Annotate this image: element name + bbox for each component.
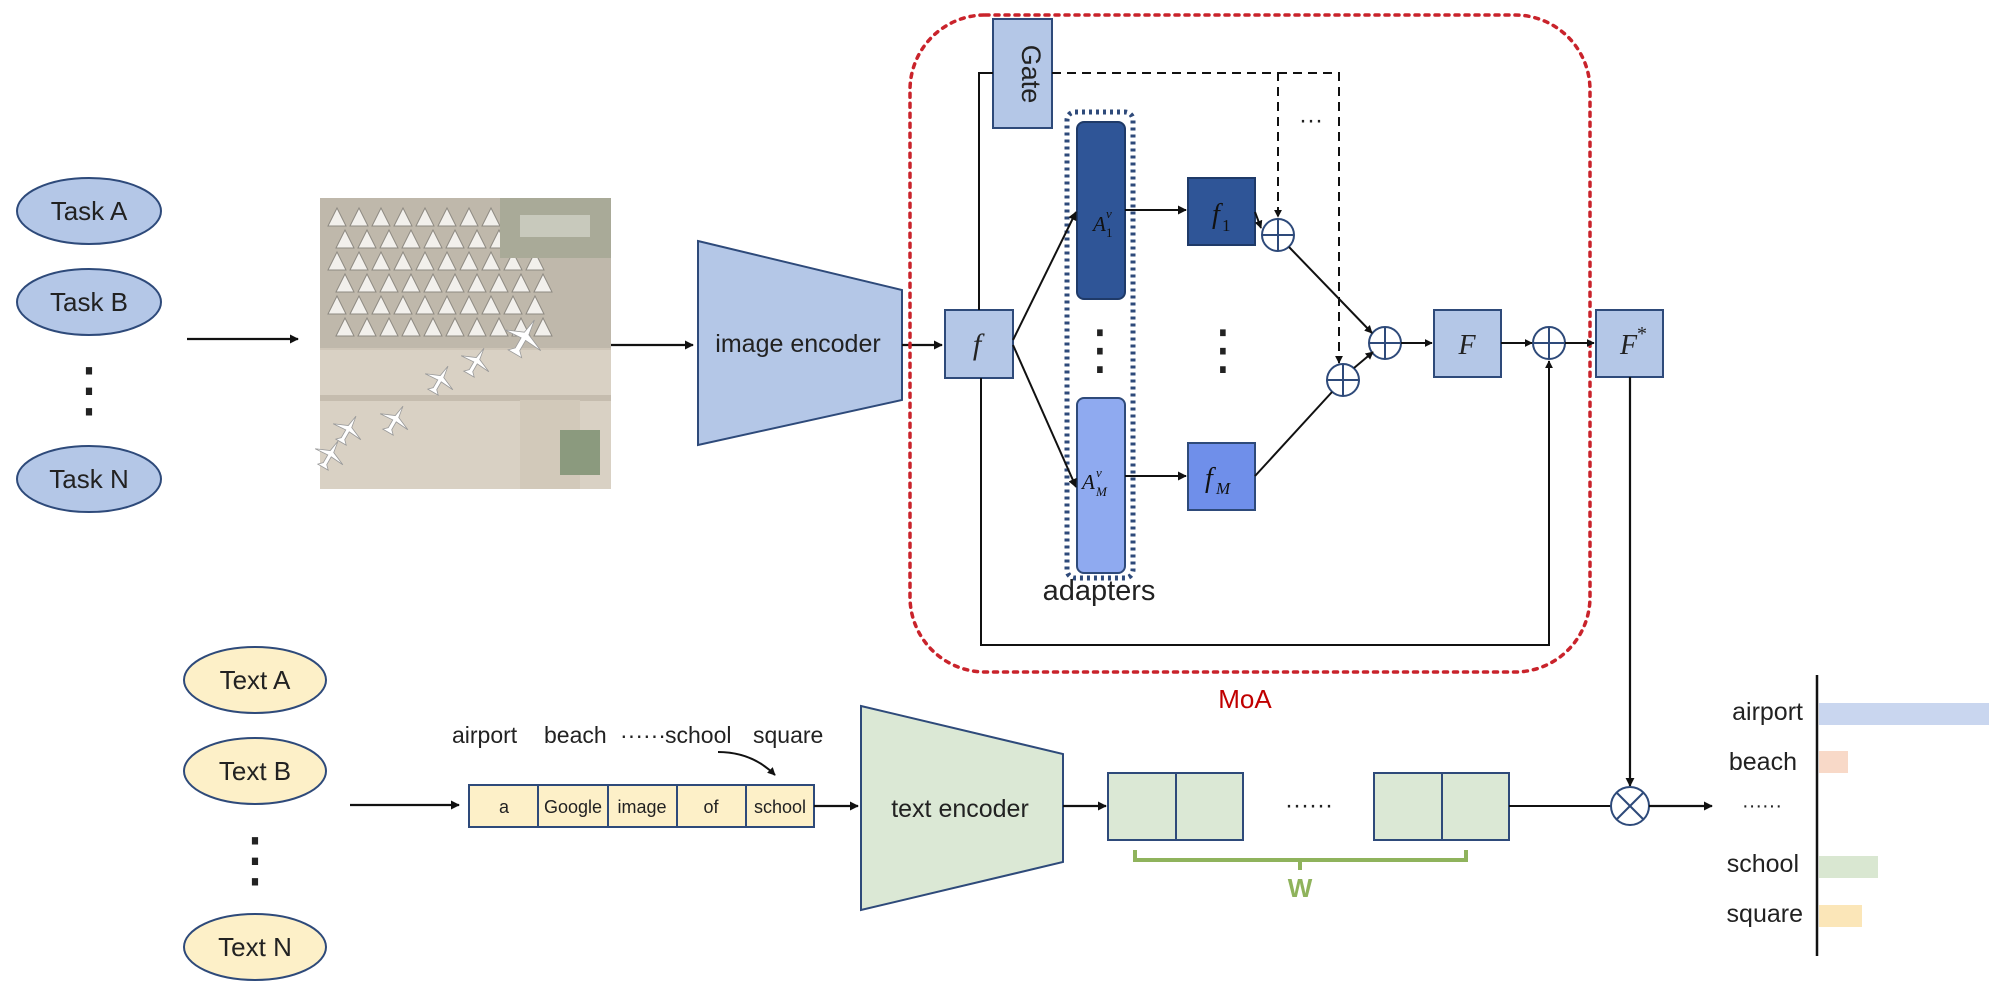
- class-word-airport: airport: [452, 722, 518, 748]
- adapter-1-sup: v: [1106, 206, 1112, 221]
- class-word-dots: ······: [620, 722, 666, 748]
- token-image: image: [617, 797, 666, 817]
- adapter-1-sub: 1: [1106, 225, 1113, 240]
- oplus-2: [1326, 363, 1360, 397]
- oplus-sum: [1368, 326, 1402, 360]
- fM-label: f: [1205, 463, 1216, 494]
- text-a-ellipse: [183, 646, 327, 714]
- adapter-m-label: A: [1080, 470, 1095, 494]
- output-label-airport: airport: [1732, 698, 1803, 726]
- fM-sub: M: [1215, 479, 1231, 498]
- class-word-beach: beach: [544, 722, 607, 748]
- F-box: [1433, 309, 1502, 378]
- line-fM-to-oplus-2: [1254, 391, 1333, 477]
- residual-skip-line: [980, 360, 1553, 646]
- task-a-ellipse: [16, 177, 162, 245]
- arrow-school-to-token: [717, 751, 776, 776]
- F-star-sup: *: [1637, 323, 1647, 345]
- output-label-square: square: [1727, 900, 1803, 928]
- token-school: school: [754, 797, 806, 817]
- oplus-1: [1261, 218, 1295, 252]
- embedding-dots: ······: [1285, 792, 1333, 819]
- adapters-label: adapters: [1043, 575, 1156, 607]
- arrow-f-to-adapter-m: [1012, 344, 1077, 488]
- task-a-label: Task A: [51, 196, 128, 226]
- text-n-label: Text N: [218, 932, 292, 962]
- text-b-label: Text B: [219, 756, 291, 786]
- class-word-square: square: [753, 722, 823, 748]
- f1-box: [1187, 177, 1256, 246]
- image-encoder-label: image encoder: [715, 330, 880, 358]
- adapter-m-sub: M: [1095, 484, 1108, 499]
- aerial-airport-image: [314, 198, 611, 489]
- token-of: of: [703, 797, 719, 817]
- task-n-ellipse: [16, 445, 162, 513]
- task-ellipsis: ⋮: [59, 356, 119, 423]
- output-scores: airport beach ······ school square: [1727, 675, 1989, 956]
- score-bar-school: [1819, 856, 1878, 878]
- score-bar-beach: [1819, 751, 1848, 773]
- multiply-operator: [1610, 786, 1650, 826]
- w-brace: [1133, 850, 1468, 870]
- class-word-school: school: [665, 722, 731, 748]
- gate-dots: ···: [1299, 107, 1323, 134]
- arrow-oplus-2-to-sum: [1353, 351, 1374, 369]
- task-b-label: Task B: [50, 287, 128, 317]
- task-b-ellipse: [16, 268, 162, 336]
- score-bar-square: [1819, 905, 1862, 927]
- adapters-group-border: [1064, 109, 1136, 581]
- token-google: Google: [544, 797, 602, 817]
- token-a: a: [499, 797, 510, 817]
- output-label-school: school: [1727, 850, 1799, 878]
- arrow-oplus-1-to-sum: [1288, 246, 1373, 334]
- text-encoder-trapezoid: [860, 704, 1064, 912]
- moa-label: MoA: [1218, 684, 1272, 714]
- adapter-ellipsis: ⋮: [1073, 320, 1127, 380]
- F-star-label: F: [1619, 330, 1638, 361]
- adapter-1-box: [1076, 121, 1126, 300]
- text-b-ellipse: [183, 737, 327, 805]
- text-a-label: Text A: [220, 665, 291, 695]
- text-list: Text A Text B ⋮ Text N: [183, 646, 327, 981]
- arrow-f-to-adapter-1: [1012, 211, 1077, 341]
- class-words-line: airport beach ······ school square: [452, 722, 823, 748]
- adapter-m-box: [1076, 397, 1126, 574]
- fM-box: [1187, 442, 1256, 511]
- output-label-dots: ······: [1742, 795, 1782, 817]
- image-encoder-trapezoid: [697, 239, 903, 447]
- line-f-to-gate: [978, 72, 993, 310]
- gate-label: Gate: [1016, 45, 1046, 104]
- adapter-1-label: A: [1091, 212, 1106, 236]
- gate-dashed-line-2: [1278, 72, 1343, 364]
- adapter-m-sup: v: [1096, 465, 1102, 480]
- F-star-box: [1595, 309, 1664, 378]
- f1-label: f: [1212, 199, 1223, 230]
- oplus-residual: [1532, 326, 1566, 360]
- f-ellipsis: ⋮: [1196, 320, 1250, 380]
- text-ellipsis: ⋮: [225, 826, 285, 893]
- text-n-ellipse: [183, 913, 327, 981]
- w-label: W: [1288, 873, 1313, 903]
- task-list: Task A Task B ⋮ Task N: [16, 177, 162, 513]
- gate-box: [992, 18, 1053, 129]
- score-bar-airport: [1819, 703, 1989, 725]
- arrow-f1-to-oplus-1: [1254, 211, 1263, 229]
- text-embeddings: ······: [1107, 772, 1510, 841]
- F-label: F: [1457, 330, 1476, 361]
- task-n-label: Task N: [49, 464, 128, 494]
- text-encoder-label: text encoder: [891, 795, 1029, 823]
- f1-sub: 1: [1222, 216, 1231, 235]
- output-label-beach: beach: [1729, 748, 1797, 776]
- prompt-tokens: a Google image of school: [468, 784, 815, 828]
